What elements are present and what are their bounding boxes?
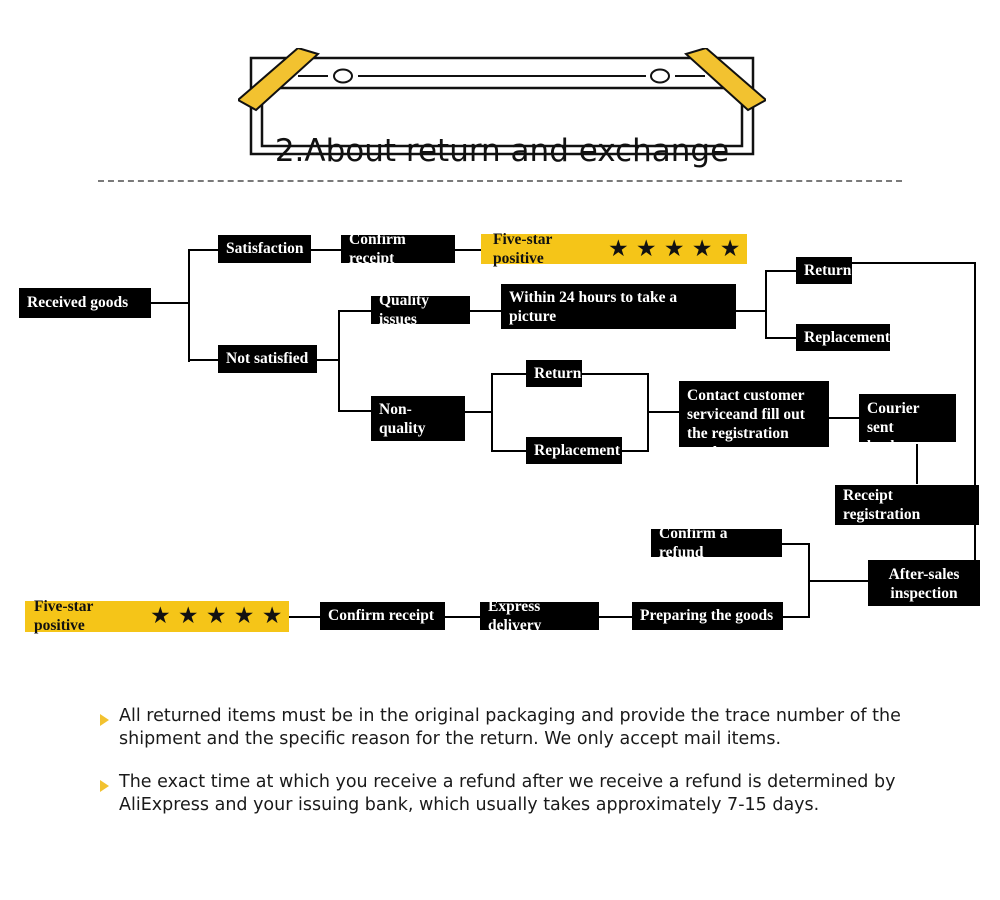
- star-icon: ★: [665, 237, 684, 260]
- connector: [647, 411, 679, 413]
- connector: [808, 580, 868, 582]
- flow-node-return-mid[interactable]: Return: [526, 360, 582, 387]
- star-rating-bottom: ★ ★ ★ ★ ★: [151, 606, 281, 626]
- connector: [455, 249, 481, 251]
- five-star-label-bottom: Five-star positive: [34, 598, 94, 634]
- flow-node-receipt-registration[interactable]: Receipt registration: [835, 485, 979, 525]
- connector: [316, 359, 340, 361]
- connector: [974, 262, 976, 574]
- flow-node-within-24-hours[interactable]: Within 24 hours to take a picture contac…: [501, 284, 736, 344]
- triangle-bullet-icon: [100, 780, 109, 792]
- connector: [338, 310, 372, 312]
- flow-node-courier-sent-back[interactable]: Courier sent back: [859, 394, 956, 455]
- flow-node-satisfaction[interactable]: Satisfaction: [218, 235, 311, 263]
- connector: [851, 262, 976, 264]
- flow-node-quality-issues[interactable]: Quality issues: [371, 292, 470, 328]
- connector: [150, 302, 190, 304]
- list-item: The exact time at which you receive a re…: [100, 771, 920, 817]
- flow-node-return-top[interactable]: Return: [796, 257, 852, 284]
- connector: [622, 450, 649, 452]
- star-rating-top: ★ ★ ★ ★ ★: [609, 239, 739, 259]
- connector: [445, 616, 481, 618]
- connector: [470, 310, 502, 312]
- connector: [465, 411, 493, 413]
- connector: [310, 249, 342, 251]
- flow-node-replacement-top[interactable]: Replacement: [796, 324, 890, 351]
- connector: [829, 417, 859, 419]
- connector: [491, 373, 493, 451]
- flow-node-contact-customer-service[interactable]: Contact customer serviceand fill out the…: [679, 381, 829, 461]
- connector: [735, 310, 767, 312]
- list-item: All returned items must be in the origin…: [100, 705, 920, 751]
- connector: [765, 270, 767, 338]
- star-icon: ★: [207, 605, 226, 627]
- flow-node-confirm-receipt-bottom[interactable]: Confirm receipt: [320, 602, 445, 630]
- flow-node-five-star-positive-bottom[interactable]: Five-star positive ★ ★ ★ ★ ★: [25, 598, 289, 634]
- connector: [491, 373, 527, 375]
- flow-node-preparing-the-goods[interactable]: Preparing the goods: [632, 602, 783, 630]
- connector: [338, 410, 372, 412]
- policy-notes-list: All returned items must be in the origin…: [100, 705, 920, 837]
- connector: [188, 359, 218, 361]
- policy-note-text: All returned items must be in the origin…: [119, 706, 901, 749]
- section-divider: [98, 180, 902, 182]
- flow-node-after-sales-inspection[interactable]: After-sales inspection: [868, 560, 980, 606]
- page-title: 2.About return and exchange: [274, 133, 730, 169]
- connector: [188, 249, 218, 251]
- star-icon: ★: [235, 605, 254, 627]
- star-icon: ★: [637, 237, 656, 260]
- connector: [338, 310, 340, 411]
- star-icon: ★: [263, 605, 281, 627]
- triangle-bullet-icon: [100, 714, 109, 726]
- flow-node-not-satisfied[interactable]: Not satisfied: [218, 345, 317, 373]
- section-title-banner: 2.About return and exchange: [238, 48, 766, 169]
- five-star-label-top: Five-star positive: [493, 230, 553, 267]
- flow-node-confirm-receipt-top[interactable]: Confirm receipt: [341, 231, 455, 267]
- star-icon: ★: [693, 237, 712, 260]
- banner-frame-graphic: [238, 48, 766, 156]
- flow-node-replacement-mid[interactable]: Replacement: [526, 437, 622, 464]
- flow-node-received-goods[interactable]: Received goods: [19, 288, 151, 318]
- connector: [808, 543, 810, 616]
- connector: [581, 373, 649, 375]
- star-icon: ★: [609, 237, 628, 260]
- connector: [765, 337, 797, 339]
- connector: [916, 444, 918, 484]
- connector: [765, 270, 797, 272]
- connector: [188, 249, 190, 362]
- flow-node-confirm-a-refund[interactable]: Confirm a refund: [651, 525, 782, 561]
- policy-note-text: The exact time at which you receive a re…: [119, 772, 896, 815]
- flow-node-express-delivery[interactable]: Express delivery: [480, 598, 599, 634]
- connector: [782, 616, 810, 618]
- star-icon: ★: [179, 605, 198, 627]
- connector: [491, 450, 527, 452]
- connector: [782, 543, 810, 545]
- star-icon: ★: [151, 605, 170, 627]
- connector: [288, 616, 320, 618]
- connector: [598, 616, 633, 618]
- flow-node-non-quality-issues[interactable]: Non-quality issues: [371, 396, 465, 456]
- star-icon: ★: [721, 237, 739, 260]
- flow-node-five-star-positive-top[interactable]: Five-star positive ★ ★ ★ ★ ★: [481, 231, 747, 267]
